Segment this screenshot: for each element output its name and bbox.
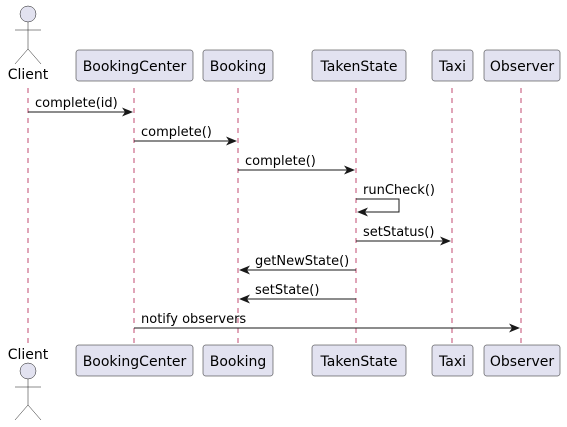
message-6: getNewState() bbox=[239, 254, 356, 275]
message-2: complete() bbox=[134, 125, 237, 146]
message-5: setStatus() bbox=[356, 225, 451, 246]
svg-text:complete(): complete() bbox=[141, 125, 212, 140]
participant-observer-bottom: Observer bbox=[483, 344, 561, 377]
participant-bookingcenter-top: BookingCenter bbox=[75, 49, 194, 82]
svg-text:Observer: Observer bbox=[490, 59, 554, 75]
actor-client-top: Client bbox=[8, 5, 49, 83]
svg-text:getNewState(): getNewState() bbox=[255, 254, 349, 269]
svg-text:Client: Client bbox=[8, 347, 49, 363]
svg-text:notify observers: notify observers bbox=[141, 312, 246, 327]
participant-taxi-top: Taxi bbox=[431, 49, 474, 82]
message-1: complete(id) bbox=[28, 96, 133, 117]
svg-text:complete(): complete() bbox=[245, 154, 316, 169]
participant-observer-top: Observer bbox=[483, 49, 561, 82]
participant-label: Client bbox=[8, 67, 49, 83]
svg-text:Taxi: Taxi bbox=[438, 354, 466, 370]
message-3: complete() bbox=[238, 154, 355, 175]
participant-booking-bottom: Booking bbox=[202, 344, 274, 377]
svg-text:Taxi: Taxi bbox=[438, 59, 466, 75]
svg-text:Observer: Observer bbox=[490, 354, 554, 370]
svg-text:Booking: Booking bbox=[210, 59, 267, 75]
participant-takenstate-top: TakenState bbox=[311, 49, 407, 82]
svg-text:TakenState: TakenState bbox=[320, 59, 398, 75]
participant-taxi-bottom: Taxi bbox=[431, 344, 474, 377]
svg-text:setStatus(): setStatus() bbox=[363, 225, 434, 240]
message-4-self: runCheck() bbox=[356, 183, 435, 217]
svg-text:TakenState: TakenState bbox=[320, 354, 398, 370]
svg-text:complete(id): complete(id) bbox=[35, 96, 118, 111]
svg-text:Booking: Booking bbox=[210, 354, 267, 370]
message-8: notify observers bbox=[134, 312, 520, 333]
participant-bookingcenter-bottom: BookingCenter bbox=[75, 344, 194, 377]
svg-text:runCheck(): runCheck() bbox=[363, 183, 435, 198]
participant-booking-top: Booking bbox=[202, 49, 274, 82]
svg-text:BookingCenter: BookingCenter bbox=[83, 59, 187, 75]
message-7: setState() bbox=[239, 283, 356, 304]
svg-text:BookingCenter: BookingCenter bbox=[83, 354, 187, 370]
participant-takenstate-bottom: TakenState bbox=[311, 344, 407, 377]
svg-text:setState(): setState() bbox=[255, 283, 319, 298]
actor-client-bottom: Client bbox=[8, 347, 49, 421]
